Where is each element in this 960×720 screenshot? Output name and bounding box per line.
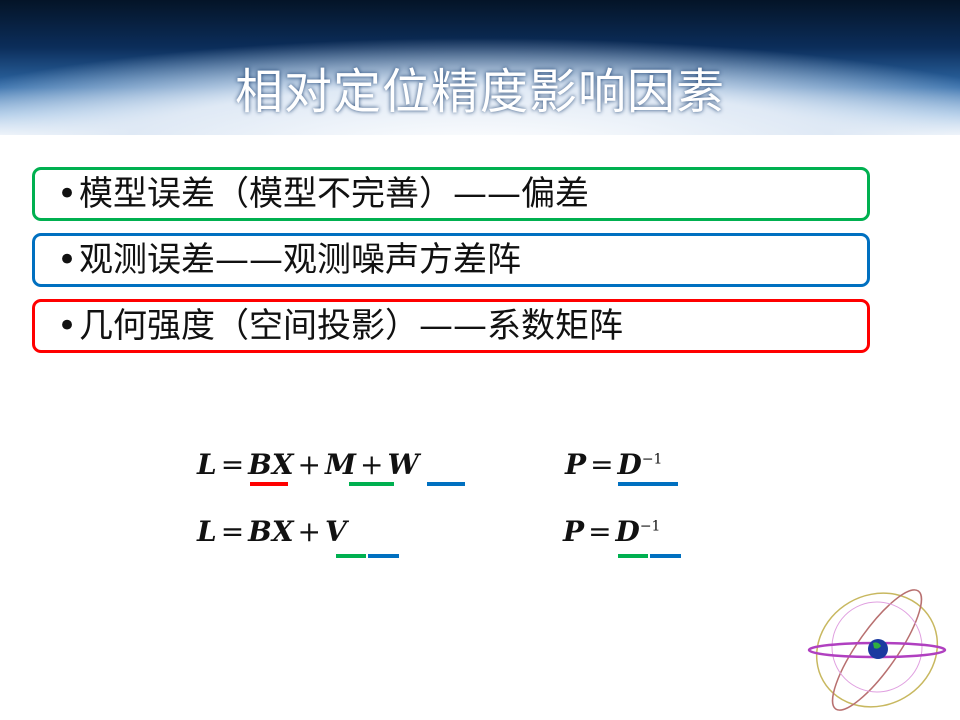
slide-title: 相对定位精度影响因素: [234, 64, 725, 120]
bullet-model-error: •模型误差（模型不完善）——偏差: [32, 167, 870, 221]
underline-green: [618, 554, 648, 558]
bullet-text: 几何强度（空间投影）——系数矩阵: [79, 306, 623, 346]
equation-4: P=D−1: [563, 515, 661, 548]
bullet-text: 观测误差——观测噪声方差阵: [79, 240, 521, 280]
earth-icon: [868, 639, 888, 659]
orbit-earth-image: [807, 589, 947, 711]
bullet-geometry-strength: •几何强度（空间投影）——系数矩阵: [32, 299, 870, 353]
bullet-text: 模型误差（模型不完善）——偏差: [79, 174, 589, 214]
bullet-observation-error: •观测误差——观测噪声方差阵: [32, 233, 870, 287]
bullet-dot: •: [57, 240, 78, 280]
underline-green: [336, 554, 366, 558]
equation-3: L=BX+V: [197, 515, 347, 548]
bullet-dot: •: [57, 306, 78, 346]
underline-blue: [427, 482, 465, 486]
bullet-dot: •: [57, 174, 78, 214]
underline-red: [250, 482, 288, 486]
underline-blue: [650, 554, 681, 558]
equation-2: P=D−1: [565, 448, 663, 481]
underline-blue: [368, 554, 399, 558]
equation-1: L=BX+M+W: [197, 448, 419, 481]
underline-green: [349, 482, 394, 486]
underline-blue: [618, 482, 678, 486]
header-banner: [0, 0, 960, 135]
